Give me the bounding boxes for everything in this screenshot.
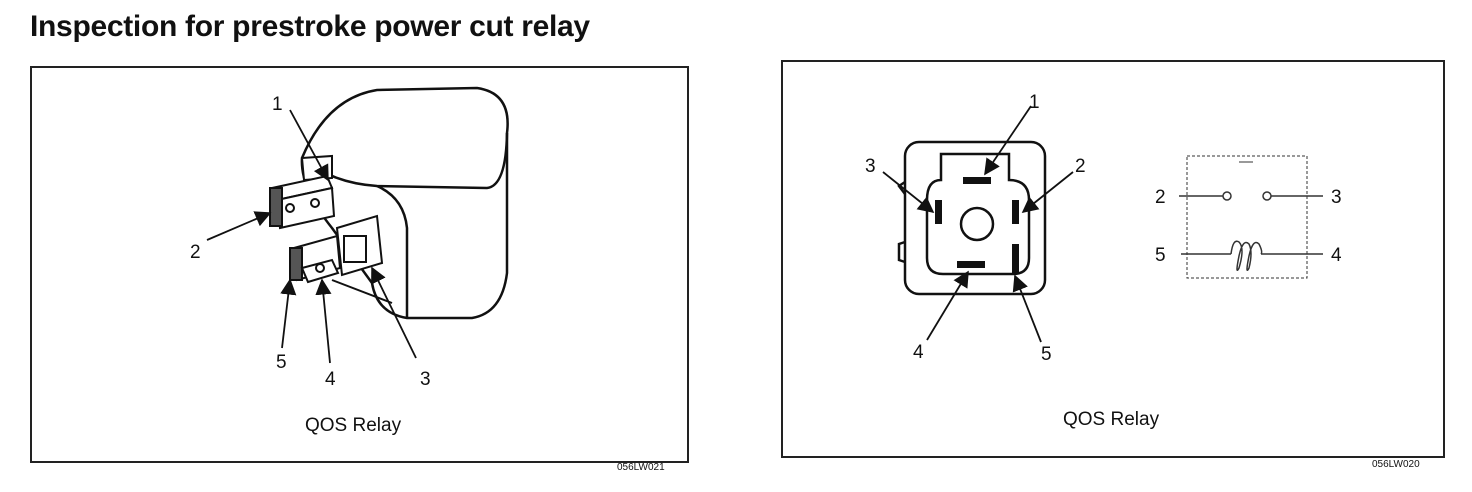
right-figure-code: 056LW020 [1372, 459, 1420, 470]
schematic-label-2: 2 [1155, 187, 1166, 208]
pin-2 [1012, 200, 1019, 224]
connector-label-2: 2 [1075, 156, 1086, 177]
page-title: Inspection for prestroke power cut relay [30, 10, 590, 43]
pin-5 [1012, 244, 1019, 274]
connector-label-1: 1 [1029, 92, 1040, 113]
relay-pinout-panel: 1 2 3 4 5 2 3 5 4 QOS Relay [781, 60, 1445, 458]
connector-pins [935, 177, 1019, 274]
label-terminal-1: 1 [272, 94, 283, 115]
left-caption: QOS Relay [305, 415, 402, 436]
pin-3 [935, 200, 942, 224]
label-terminal-4: 4 [325, 369, 336, 390]
left-figure-code: 056LW021 [617, 462, 665, 473]
schematic-label-5: 5 [1155, 245, 1166, 266]
terminal-3 [335, 214, 384, 277]
right-caption: QOS Relay [1063, 409, 1160, 430]
terminal-4-5 [289, 234, 342, 284]
connector-label-5: 5 [1041, 344, 1052, 365]
schematic-label-4: 4 [1331, 245, 1342, 266]
label-terminal-3: 3 [420, 369, 431, 390]
label-terminal-2: 2 [190, 242, 201, 263]
terminal-1 [269, 154, 336, 230]
pin-4 [957, 261, 985, 268]
connector-label-4: 4 [913, 342, 924, 363]
relay-3d-panel: 1 2 3 4 5 QOS Relay [30, 66, 689, 463]
relay-schematic [1179, 155, 1323, 279]
connector-label-3: 3 [865, 156, 876, 177]
schematic-label-3: 3 [1331, 187, 1342, 208]
connector-face [897, 140, 1047, 296]
label-terminal-5: 5 [276, 352, 287, 373]
relay-3d-drawing: 1 2 3 4 5 [190, 86, 509, 390]
relay-pinout-drawing: 1 2 3 4 5 2 3 5 4 [865, 92, 1342, 365]
pin-1 [963, 177, 991, 184]
